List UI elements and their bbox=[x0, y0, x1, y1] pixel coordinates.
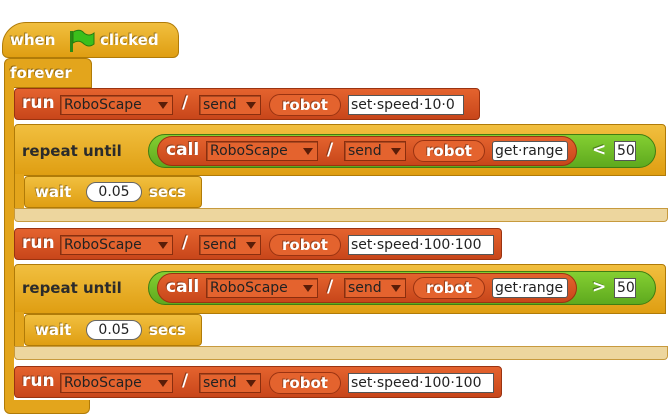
send-dropdown[interactable]: send bbox=[344, 278, 406, 298]
forever-block[interactable] bbox=[4, 58, 92, 88]
forever-bottom bbox=[4, 400, 90, 414]
dropdown-label: RoboScape bbox=[210, 143, 288, 159]
send-dropdown[interactable]: send bbox=[199, 373, 261, 393]
dropdown-label: send bbox=[348, 143, 382, 159]
roboscape-dropdown[interactable]: RoboScape bbox=[60, 373, 173, 393]
chevron-down-icon bbox=[246, 379, 256, 387]
chevron-down-icon bbox=[391, 284, 401, 292]
slash-label: / bbox=[327, 140, 334, 160]
robot-reporter[interactable]: robot bbox=[413, 140, 485, 162]
forever-label: forever bbox=[10, 64, 72, 82]
message-input[interactable]: set·speed·100·100 bbox=[348, 373, 494, 393]
run-label: run bbox=[22, 371, 55, 391]
roboscape-dropdown[interactable]: RoboScape bbox=[60, 95, 173, 115]
chevron-down-icon bbox=[303, 147, 313, 155]
chevron-down-icon bbox=[246, 101, 256, 109]
message-input[interactable]: get·range bbox=[492, 141, 568, 161]
secs-label: secs bbox=[149, 183, 186, 201]
wait-label: wait bbox=[35, 183, 72, 201]
less-than-operator: < bbox=[592, 140, 607, 160]
hat-when-label: when bbox=[10, 31, 56, 49]
message-input[interactable]: get·range bbox=[492, 278, 568, 298]
send-dropdown[interactable]: send bbox=[344, 141, 406, 161]
slash-label: / bbox=[182, 233, 189, 253]
dropdown-label: RoboScape bbox=[64, 375, 142, 391]
robot-reporter[interactable]: robot bbox=[413, 277, 485, 299]
robot-reporter[interactable]: robot bbox=[269, 94, 341, 116]
slash-label: / bbox=[182, 93, 189, 113]
message-input[interactable]: set·speed·100·100 bbox=[348, 235, 494, 255]
wait-seconds-input[interactable]: 0.05 bbox=[86, 182, 142, 202]
green-flag-icon bbox=[66, 28, 96, 54]
dropdown-label: send bbox=[203, 375, 237, 391]
dropdown-label: RoboScape bbox=[64, 97, 142, 113]
repeat-until-label: repeat until bbox=[22, 142, 122, 160]
repeat-until-label: repeat until bbox=[22, 279, 122, 297]
roboscape-dropdown[interactable]: RoboScape bbox=[60, 235, 173, 255]
dropdown-label: RoboScape bbox=[64, 237, 142, 253]
repeat-arm-1 bbox=[14, 174, 24, 212]
secs-label: secs bbox=[149, 321, 186, 339]
repeat-arm-2 bbox=[14, 312, 24, 350]
chevron-down-icon bbox=[158, 379, 168, 387]
forever-arm bbox=[4, 85, 14, 403]
dropdown-label: RoboScape bbox=[210, 280, 288, 296]
compare-value-input[interactable]: 50 bbox=[614, 278, 636, 298]
chevron-down-icon bbox=[158, 241, 168, 249]
send-dropdown[interactable]: send bbox=[199, 235, 261, 255]
call-label: call bbox=[166, 140, 200, 160]
dropdown-label: send bbox=[203, 97, 237, 113]
run-label: run bbox=[22, 233, 55, 253]
robot-reporter[interactable]: robot bbox=[269, 372, 341, 394]
wait-seconds-input[interactable]: 0.05 bbox=[86, 320, 142, 340]
dropdown-label: send bbox=[348, 280, 382, 296]
repeat-bottom-1 bbox=[14, 208, 668, 222]
message-input[interactable]: set·speed·10·0 bbox=[348, 95, 464, 115]
slash-label: / bbox=[327, 277, 334, 297]
chevron-down-icon bbox=[303, 284, 313, 292]
roboscape-dropdown[interactable]: RoboScape bbox=[206, 278, 318, 298]
run-label: run bbox=[22, 93, 55, 113]
repeat-bottom-2 bbox=[14, 346, 668, 360]
call-label: call bbox=[166, 277, 200, 297]
compare-value-input[interactable]: 50 bbox=[614, 141, 636, 161]
robot-reporter[interactable]: robot bbox=[269, 234, 341, 256]
hat-clicked-label: clicked bbox=[100, 31, 159, 49]
chevron-down-icon bbox=[391, 147, 401, 155]
chevron-down-icon bbox=[246, 241, 256, 249]
roboscape-dropdown[interactable]: RoboScape bbox=[206, 141, 318, 161]
send-dropdown[interactable]: send bbox=[199, 95, 261, 115]
slash-label: / bbox=[182, 371, 189, 391]
dropdown-label: send bbox=[203, 237, 237, 253]
wait-label: wait bbox=[35, 321, 72, 339]
wait-block-1[interactable] bbox=[24, 176, 202, 208]
greater-than-operator: > bbox=[592, 277, 607, 297]
chevron-down-icon bbox=[158, 101, 168, 109]
